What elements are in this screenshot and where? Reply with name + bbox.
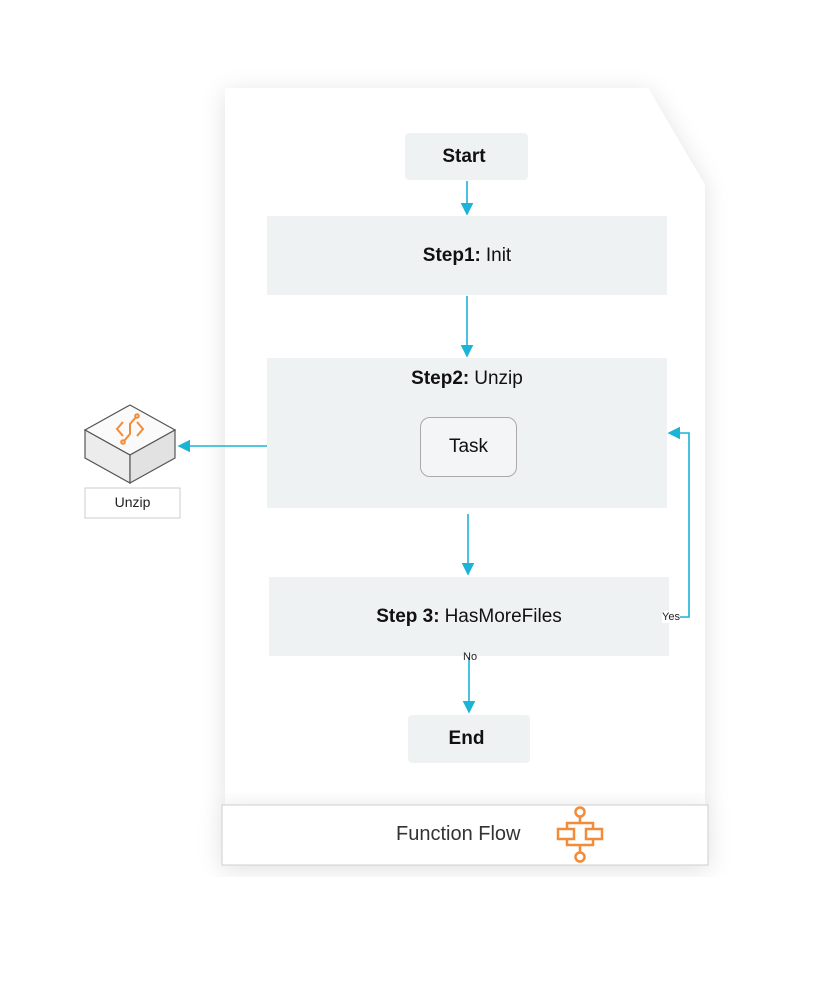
unzip-label-box <box>84 487 181 519</box>
unzip-function-icon <box>83 404 177 485</box>
step3-title: Step 3: <box>376 605 440 627</box>
unzip-label: Unzip <box>114 494 151 510</box>
step2-title: Step2: <box>411 368 470 389</box>
edge-label-no: No <box>463 651 478 663</box>
node-step3[interactable]: Step 3:HasMoreFiles <box>269 577 669 656</box>
flow-icon <box>556 806 604 863</box>
step1-title: Step1: <box>422 244 481 266</box>
task-label: Task <box>448 436 489 457</box>
edge-label-yes: Yes <box>662 611 680 623</box>
footer-frame <box>221 804 709 866</box>
step3-name: HasMoreFiles <box>444 605 562 627</box>
step1-name: Init <box>485 244 512 266</box>
node-step1[interactable]: Step1:Init <box>267 216 667 295</box>
node-task[interactable]: Task <box>420 417 517 477</box>
node-end-label: End <box>448 728 485 749</box>
node-start-label: Start <box>442 145 486 167</box>
node-start[interactable]: Start <box>405 133 528 180</box>
footer-title: Function Flow <box>396 823 521 845</box>
node-end[interactable]: End <box>408 715 530 763</box>
step2-name: Unzip <box>474 368 523 389</box>
